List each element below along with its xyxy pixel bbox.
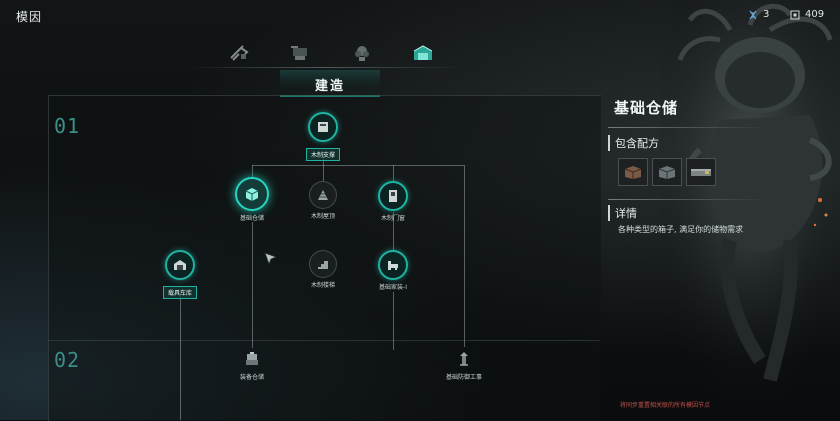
connector-line <box>393 212 394 250</box>
watchtower-icon <box>453 348 475 370</box>
resource-counter-a: 3 <box>748 9 769 20</box>
resource-a-value: 3 <box>763 9 770 20</box>
equipment-storage-icon <box>241 348 263 370</box>
tier-number-02: 02 <box>54 348 81 372</box>
node-vehicle-garage[interactable]: 载具车库 <box>145 250 215 299</box>
node-label: 装备仓储 <box>239 374 264 381</box>
connector-line <box>180 290 181 420</box>
gene-icon <box>749 10 757 19</box>
weapons-icon[interactable] <box>226 40 252 66</box>
divider <box>608 199 768 200</box>
node-label: 基础仓储 <box>239 215 264 222</box>
node-label: 木制门窗 <box>380 215 405 222</box>
detail-title: 基础仓储 <box>614 99 679 117</box>
node-basic-furniture[interactable]: 基础家装-Ⅰ <box>358 250 428 291</box>
node-wood-stairs[interactable]: 木制楼梯 <box>288 250 358 289</box>
mouse-cursor-icon <box>264 252 278 266</box>
wood-support-icon <box>308 112 338 142</box>
node-wood-roof[interactable]: 木制屋顶 <box>288 181 358 220</box>
page-title: 模因 <box>16 10 43 24</box>
tier-separator <box>48 340 600 341</box>
node-label: 基础家装-Ⅰ <box>379 284 407 291</box>
node-label: 木制楼梯 <box>310 282 335 289</box>
wooden-box-icon <box>624 166 642 179</box>
category-divider <box>185 67 465 68</box>
resource-counter-b: 409 <box>790 9 824 20</box>
category-tabs <box>226 40 436 68</box>
details-heading: 详情 <box>608 205 637 221</box>
frame-icon <box>790 10 800 19</box>
building-icon[interactable] <box>410 40 436 66</box>
plants-icon[interactable] <box>349 40 375 66</box>
resource-b-value: 409 <box>805 9 825 20</box>
node-label: 木制屋顶 <box>310 213 335 220</box>
detail-description: 各种类型的箱子, 满足你的储物需求 <box>618 225 744 234</box>
node-label: 基础防御工事 <box>445 374 482 381</box>
reset-warning-note: 将同步重置相关联的所有模因节点 <box>620 402 711 409</box>
detail-sidebar: 基础仓储 包含配方 详情 各种类型的箱子, 满足你的储物需求 <box>608 95 840 420</box>
node-label: 木制支撑 <box>305 148 340 161</box>
tools-icon[interactable] <box>287 40 313 66</box>
section-label: 建造 <box>314 79 345 94</box>
tier-number-01: 01 <box>54 114 81 138</box>
top-bar: 模因 3 409 <box>0 0 840 34</box>
long-crate-icon <box>691 169 711 176</box>
node-wood-door[interactable]: 木制门窗 <box>358 181 428 222</box>
connector-line <box>252 165 253 177</box>
garage-icon <box>165 250 195 280</box>
connector-line <box>464 165 465 347</box>
recipes-heading: 包含配方 <box>608 135 659 151</box>
door-window-icon <box>378 181 408 211</box>
connector-line <box>323 165 324 181</box>
divider <box>608 127 768 128</box>
recipe-metal-box[interactable] <box>652 158 682 186</box>
furniture-icon <box>378 250 408 280</box>
creature-artwork <box>660 0 840 420</box>
node-equipment-storage[interactable]: 装备仓储 <box>217 348 287 381</box>
recipe-wooden-box[interactable] <box>618 158 648 186</box>
metal-box-icon <box>658 166 676 179</box>
section-tab-build[interactable]: 建造 <box>275 68 385 98</box>
connector-line <box>393 292 394 350</box>
node-basic-defense[interactable]: 基础防御工事 <box>429 348 499 381</box>
recipe-long-crate[interactable] <box>686 158 716 186</box>
node-basic-storage[interactable]: 基础仓储 <box>217 177 287 222</box>
connector-line <box>393 165 394 181</box>
node-wood-support[interactable]: 木制支撑 <box>288 112 358 161</box>
roof-icon <box>309 181 337 209</box>
connector-line <box>252 165 464 166</box>
storage-crate-icon <box>235 177 269 211</box>
connector-line <box>252 222 253 348</box>
node-label: 载具车库 <box>162 286 197 299</box>
section-tab-frame <box>280 70 380 97</box>
stairs-icon <box>309 250 337 278</box>
